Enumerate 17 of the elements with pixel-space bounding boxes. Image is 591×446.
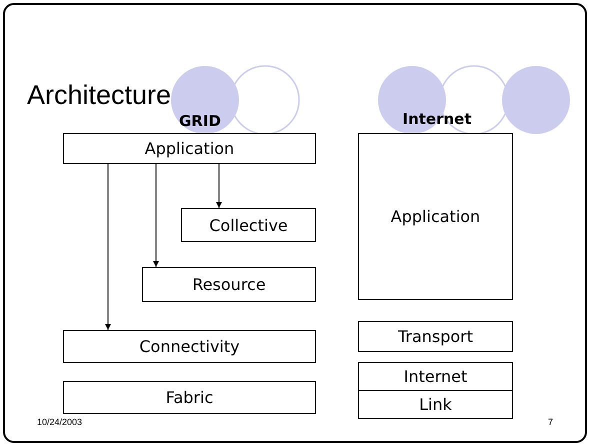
column-heading: Internet: [402, 110, 472, 128]
layer-box: Application: [63, 133, 316, 164]
arrow: [105, 164, 111, 330]
slide-title: Architecture: [27, 80, 172, 111]
date-footer: 10/24/2003: [37, 417, 82, 427]
page-number: 7: [548, 417, 554, 427]
layer-box: Transport: [358, 321, 513, 352]
arrow: [216, 164, 222, 208]
layer-box: Collective: [181, 208, 316, 242]
layer-box: Resource: [142, 267, 316, 302]
arrow: [153, 164, 159, 268]
column-heading: GRID: [179, 112, 221, 130]
layer-box: Fabric: [63, 381, 316, 414]
layer-box: Link: [358, 390, 513, 419]
layer-box: Connectivity: [63, 330, 316, 363]
layer-box: Application: [358, 133, 513, 300]
layer-box: Internet: [358, 362, 513, 391]
